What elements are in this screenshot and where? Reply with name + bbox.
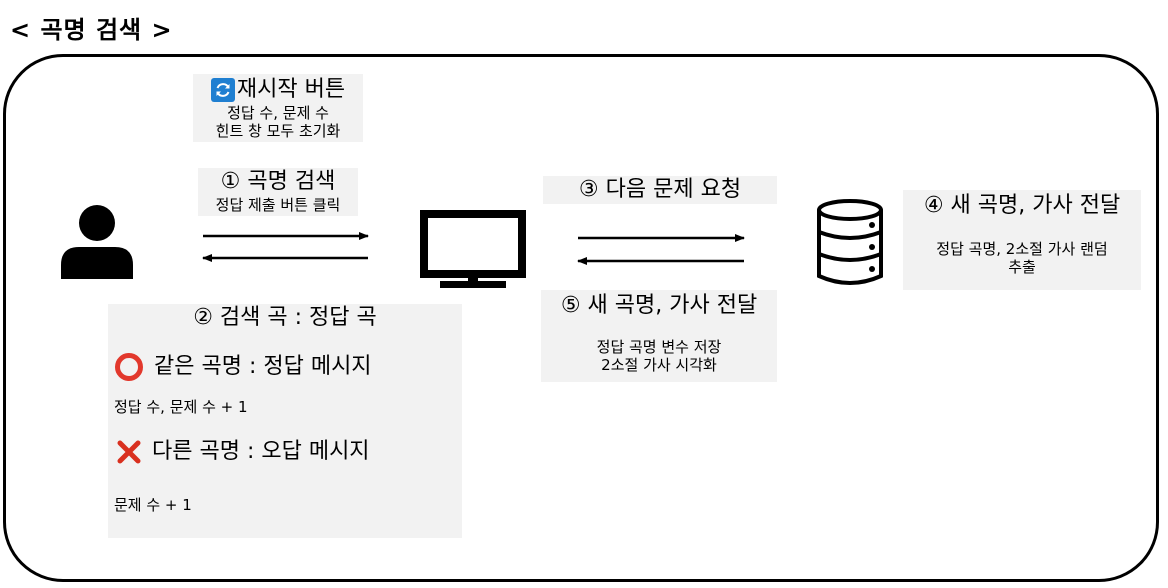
step3-title: ③ 다음 문제 요청 <box>578 177 742 202</box>
correct-desc: 정답 수, 문제 수 + 1 <box>114 397 248 416</box>
step5-line1: 정답 곡명 변수 저장 <box>596 337 722 356</box>
step4-line2: 추출 <box>1008 258 1036 277</box>
monitor-icon <box>420 210 526 290</box>
correct-title: 같은 곡명 : 정답 메시지 <box>154 353 372 379</box>
step2-title: ② 검색 곡 : 정답 곡 <box>193 305 377 330</box>
restart-line2: 힌트 창 모두 초기화 <box>215 122 341 141</box>
step1-card: ① 곡명 검색 정답 제출 버튼 클릭 <box>198 168 358 216</box>
restart-card: 재시작 버튼 정답 수, 문제 수 힌트 창 모두 초기화 <box>193 74 363 142</box>
circle-icon <box>114 352 144 382</box>
wrong-title: 다른 곡명 : 오답 메시지 <box>152 439 370 465</box>
restart-line1: 정답 수, 문제 수 <box>227 103 329 122</box>
restart-title: 재시작 버튼 <box>236 77 346 102</box>
step5-line2: 2소절 가사 시각화 <box>601 356 717 375</box>
wrong-desc: 문제 수 + 1 <box>114 495 192 514</box>
step4-card: ④ 새 곡명, 가사 전달 정답 곡명, 2소절 가사 랜덤 추출 <box>903 190 1141 290</box>
step5-title: ⑤ 새 곡명, 가사 전달 <box>560 293 758 318</box>
step4-line1: 정답 곡명, 2소절 가사 랜덤 <box>936 239 1108 258</box>
step2-card: ② 검색 곡 : 정답 곡 같은 곡명 : 정답 메시지 정답 수, 문제 수 … <box>108 304 462 538</box>
diagram-frame <box>3 54 1159 582</box>
user-icon <box>58 203 136 281</box>
step1-title: ① 곡명 검색 <box>220 169 336 194</box>
database-icon <box>815 198 885 288</box>
page-title: < 곡명 검색 > <box>10 16 173 44</box>
refresh-icon[interactable] <box>210 77 235 102</box>
step1-desc: 정답 제출 버튼 클릭 <box>215 195 341 214</box>
step5-card: ⑤ 새 곡명, 가사 전달 정답 곡명 변수 저장 2소절 가사 시각화 <box>541 290 777 382</box>
step3-card: ③ 다음 문제 요청 <box>543 176 777 204</box>
step4-title: ④ 새 곡명, 가사 전달 <box>923 193 1121 218</box>
cross-icon <box>116 439 142 465</box>
